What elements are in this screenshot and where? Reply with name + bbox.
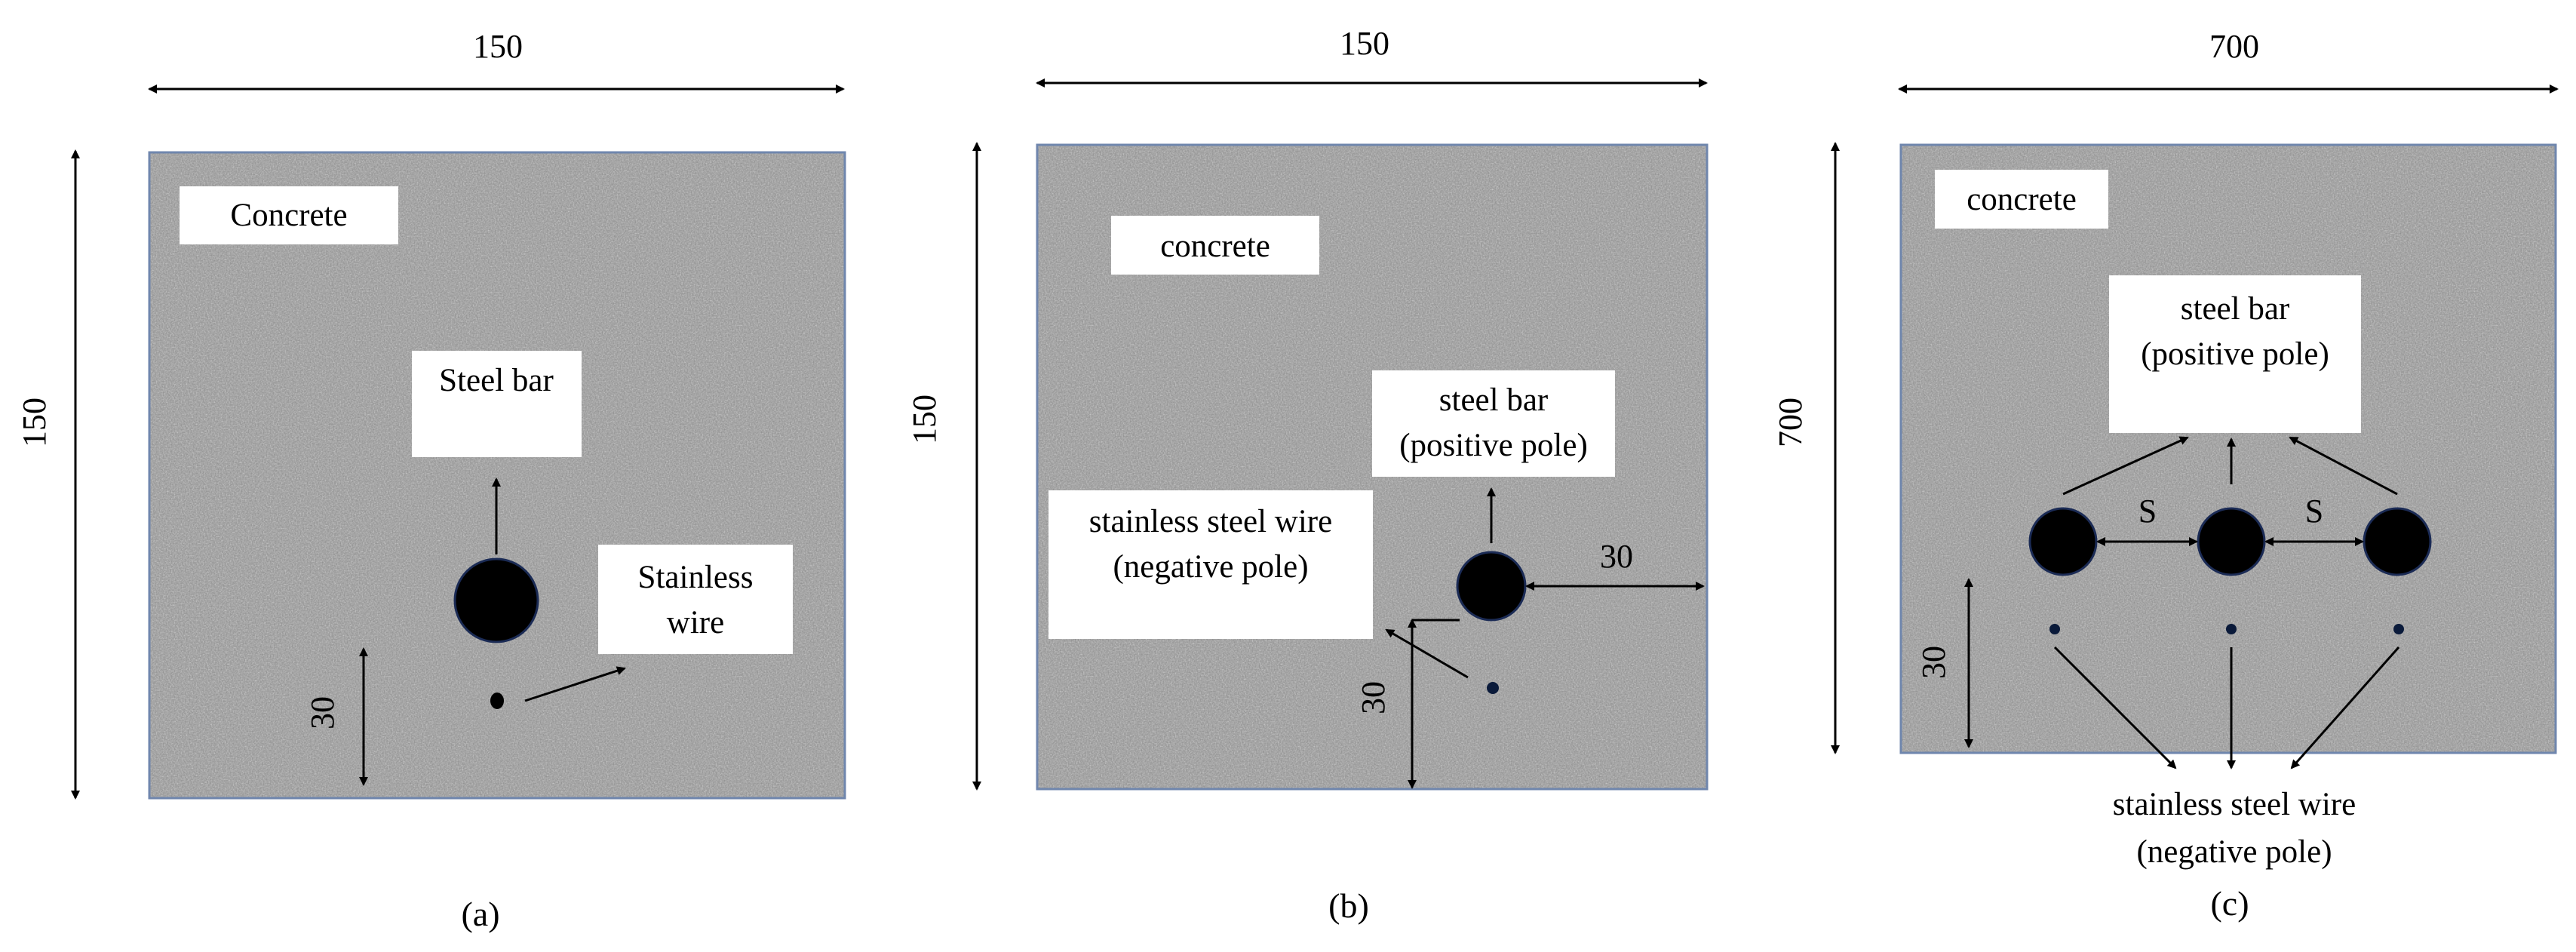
caption-b: (b) xyxy=(1328,886,1369,925)
dimension-width-label: 150 xyxy=(1340,25,1389,62)
section-border xyxy=(1899,143,2557,754)
panel-b: 150 150 concrete steel bar (positive pol… xyxy=(906,25,1709,925)
concrete-label-box xyxy=(1935,170,2108,229)
dimension-width-label: 700 xyxy=(2209,28,2259,65)
steel-bar xyxy=(2197,507,2266,576)
steel-bar xyxy=(1456,551,1527,622)
wire-label-box xyxy=(598,545,793,654)
steel-bar-label-box xyxy=(412,351,582,457)
wire-pointer-left xyxy=(2053,646,2177,769)
steel-bar-label-box xyxy=(2109,275,2361,433)
side-cover-dimension-label: 30 xyxy=(1600,538,1633,575)
steel-bar-label-box xyxy=(1372,370,1615,477)
wire-pointer xyxy=(1385,628,1469,679)
concrete-texture xyxy=(149,152,845,798)
wire-pointer-right xyxy=(2290,646,2400,769)
dimension-width-label: 150 xyxy=(473,28,523,65)
steel-bar xyxy=(453,557,539,643)
stainless-wire xyxy=(2049,624,2060,634)
dimension-height-label: 150 xyxy=(906,395,943,444)
wire-label-box xyxy=(1049,490,1373,639)
stainless-wire xyxy=(2393,624,2404,634)
concrete-label: concrete xyxy=(1160,229,1270,264)
steel-bar-label: Steel bar xyxy=(439,363,554,398)
wire-label-line2: (negative pole) xyxy=(1113,549,1308,585)
wire-label-line2: wire xyxy=(667,605,724,640)
cover-dimension-label: 30 xyxy=(1915,646,1952,679)
concrete-label-box xyxy=(180,186,398,244)
steel-bar xyxy=(2363,507,2432,576)
panel-a: 150 150 Concrete Steel bar Stainless wir… xyxy=(16,28,846,933)
caption-c: (c) xyxy=(2210,884,2249,923)
dimension-height-label: 150 xyxy=(16,398,53,447)
steel-bar xyxy=(2028,507,2098,576)
stainless-wire xyxy=(1487,682,1499,694)
cover-dimension-label: 30 xyxy=(304,696,341,729)
wire-label-line1: stainless steel wire xyxy=(2113,787,2356,822)
concrete-label: concrete xyxy=(1967,182,2077,217)
steel-bar-pointer-left xyxy=(2062,436,2189,496)
dimension-height-label: 700 xyxy=(1772,398,1809,447)
panel-c: 700 700 concrete steel bar (positive pol… xyxy=(1772,28,2559,923)
steel-bar-label-line2: (positive pole) xyxy=(1399,428,1588,463)
bottom-cover-dimension-label: 30 xyxy=(1355,681,1392,714)
section-border xyxy=(1036,143,1709,791)
concrete-texture xyxy=(1901,145,2556,753)
steel-bar-pointer-right xyxy=(2289,436,2398,496)
wire-label-line2: (negative pole) xyxy=(2136,834,2332,870)
wire-label-line1: Stainless xyxy=(638,560,754,595)
wire-label-line1: stainless steel wire xyxy=(1089,504,1332,539)
steel-bar-label-line1: steel bar xyxy=(1439,382,1548,418)
caption-a: (a) xyxy=(461,895,499,933)
concrete-label-box xyxy=(1111,216,1319,275)
bar-spacing-label-right: S xyxy=(2305,493,2323,530)
steel-bar-label-line1: steel bar xyxy=(2181,291,2289,327)
wire-pointer xyxy=(524,666,626,702)
stainless-wire xyxy=(490,693,504,709)
bar-spacing-label-left: S xyxy=(2138,493,2157,530)
stainless-wire xyxy=(2226,624,2237,634)
steel-bar-label-line2: (positive pole) xyxy=(2141,336,2329,372)
section-border xyxy=(148,151,846,800)
concrete-label: Concrete xyxy=(230,198,347,233)
